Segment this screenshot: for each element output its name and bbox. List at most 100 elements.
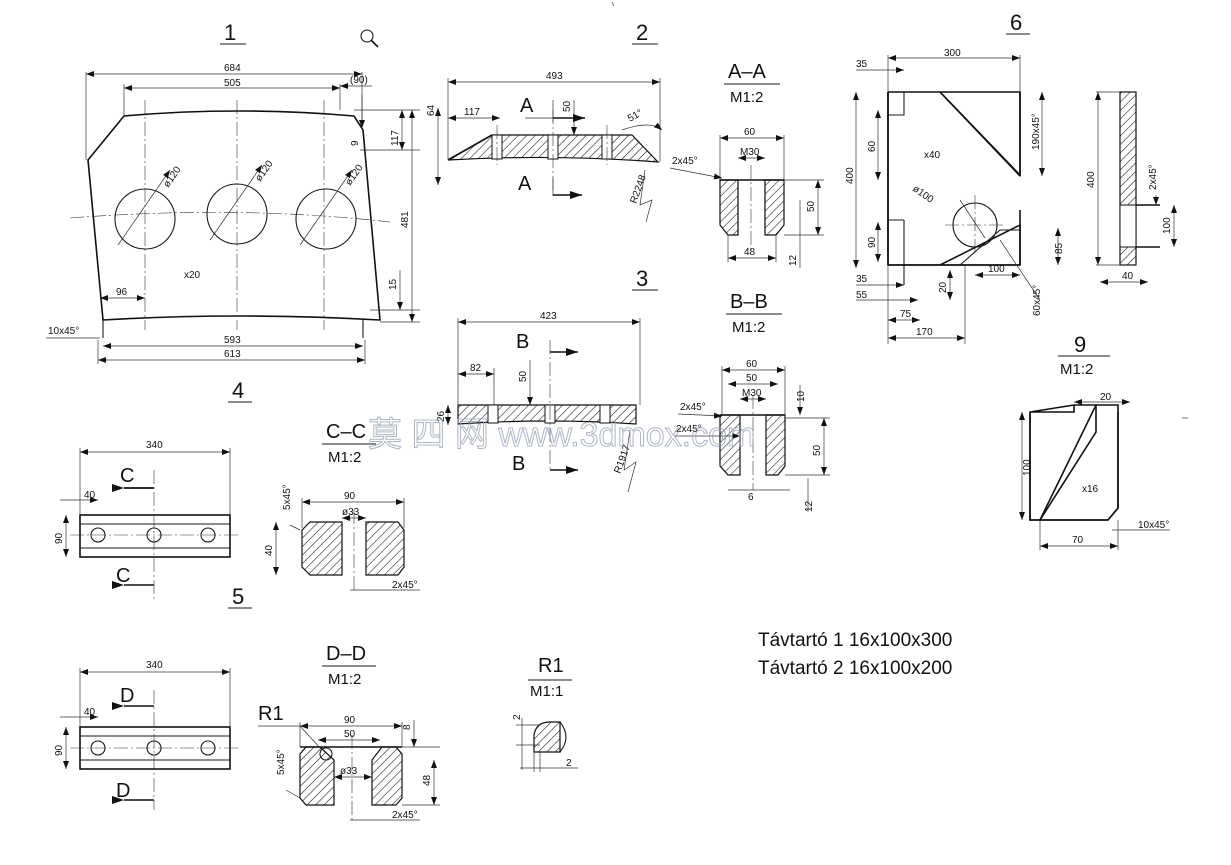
dim-6-side-40: 40 — [1122, 271, 1134, 282]
hole-3 — [295, 188, 357, 250]
dim-cc-90: 90 — [344, 491, 356, 502]
dim-aa-60: 60 — [744, 127, 756, 138]
view-number-4: 4 — [232, 378, 244, 403]
dim-6-35-bottom: 35 — [856, 274, 868, 285]
dim-6-d100: ø100 — [910, 183, 935, 205]
dim-bb-chamfer-1: 2x45° — [680, 402, 706, 413]
notes: Távtartó 1 16x100x300 Távtartó 2 16x100x… — [758, 630, 952, 679]
dim-6-90: 90 — [867, 236, 878, 248]
dim-613: 613 — [224, 349, 241, 360]
dim-50-part2: 50 — [562, 100, 573, 112]
dim-423: 423 — [540, 311, 557, 322]
section-mark-c-bottom: C — [116, 565, 130, 587]
magnifier-icon[interactable] — [360, 29, 379, 48]
hole-2 — [206, 183, 268, 245]
dim-5-340: 340 — [146, 660, 163, 671]
part-3-bar: 423 82 50 26 R1917 B B — [436, 311, 641, 493]
dim-117: 117 — [390, 130, 401, 146]
dim-481: 481 — [400, 211, 411, 228]
dim-aa-48: 48 — [744, 247, 756, 258]
section-aa-title: A–A — [728, 61, 766, 83]
dim-r1-h2: 2 — [566, 758, 572, 769]
section-cc: C–C M1:2 90 ø33 5x45° 40 2x45° — [264, 421, 420, 591]
dim-6-190x45: 190x45° — [1031, 113, 1042, 150]
dim-50-part3: 50 — [518, 370, 529, 382]
part-5-strip: 340 40 90 D D — [54, 660, 240, 810]
dim-51deg: 51° — [626, 108, 645, 125]
dim-6-85: 85 — [1054, 242, 1065, 254]
dim-aa-m30: M30 — [740, 147, 760, 158]
section-dd: D–D M1:2 90 50 8 ø33 R1 5x45° 48 2x45° — [258, 643, 440, 822]
hole-3-dia: ø120 — [343, 162, 365, 187]
part-4-strip: 340 40 90 C C — [54, 440, 240, 600]
view-number-6: 6 — [1010, 10, 1022, 35]
view-number-3: 3 — [636, 266, 648, 291]
dim-6-60x45: 60x45° — [1032, 285, 1043, 316]
view-number-9: 9 — [1074, 332, 1086, 357]
dim-26: 26 — [436, 410, 447, 422]
dim-82: 82 — [470, 363, 482, 374]
dim-dd-90: 90 — [344, 715, 356, 726]
view-number-1: 1 — [224, 20, 236, 45]
dim-6-side-400: 400 — [1086, 171, 1097, 188]
view-number-5: 5 — [232, 584, 244, 609]
note-line-2: Távtartó 2 16x100x200 — [758, 658, 952, 679]
section-mark-d-bottom: D — [116, 780, 130, 802]
section-mark-b-bottom: B — [512, 453, 525, 475]
hole-1-dia: ø120 — [161, 164, 183, 189]
section-mark-b-top: B — [516, 331, 529, 353]
dim-505: 505 — [224, 78, 241, 89]
dim-6-35: 35 — [856, 59, 868, 70]
dim-593: 593 — [224, 335, 241, 346]
part1-qty: x20 — [184, 270, 201, 281]
part9-scale: M1:2 — [1060, 361, 1093, 378]
section-mark-d-top: D — [120, 685, 134, 707]
section-cc-scale: M1:2 — [328, 449, 361, 466]
dim-aa-12: 12 — [788, 254, 799, 266]
dim-cc-5x45: 5x45° — [282, 484, 293, 510]
dim-aa-50: 50 — [806, 200, 817, 212]
section-dd-scale: M1:2 — [328, 671, 361, 688]
dim-bb-10: 10 — [796, 390, 807, 402]
watermark: 莫 四 网 www.3dmox.com — [368, 416, 755, 454]
dim-cc-d33: ø33 — [342, 507, 360, 518]
dim-9-20: 20 — [1100, 392, 1112, 403]
dim-aa-chamfer: 2x45° — [672, 156, 698, 167]
dim-6-55: 55 — [856, 290, 868, 301]
dim-96: 96 — [116, 287, 128, 298]
section-mark-c-top: C — [120, 465, 134, 487]
section-bb-title: B–B — [730, 291, 768, 313]
dim-dd-50: 50 — [344, 729, 356, 740]
dim-r1-v2: 2 — [512, 714, 523, 720]
dim-5-40: 40 — [84, 707, 96, 718]
section-mark-a-top: A — [520, 95, 534, 117]
dim-4-340: 340 — [146, 440, 163, 451]
dim-bb-6: 6 — [748, 492, 754, 503]
dim-15: 15 — [388, 278, 399, 290]
dim-bb-12: 12 — [804, 500, 815, 512]
part-2-bar: 493 117 64 50 51° R2248 A A — [426, 71, 663, 223]
dim-bb-m30: M30 — [742, 388, 762, 399]
part-6-bracket: ø100 x40 300 35 60 400 190x45° 90 85 100… — [845, 48, 1177, 344]
dim-bb-50-height: 50 — [812, 444, 823, 456]
dim-5-90: 90 — [54, 744, 65, 756]
dim-4-40: 40 — [84, 490, 96, 501]
detail-r1-scale: M1:1 — [530, 683, 563, 700]
dim-paren-90: (90) — [350, 75, 368, 86]
view-number-2: 2 — [636, 20, 648, 45]
dim-6-side-100: 100 — [1162, 217, 1173, 234]
dim-cc-2x45: 2x45° — [392, 580, 418, 591]
dim-dd-2x45: 2x45° — [392, 810, 418, 821]
dim-dd-8: 8 — [402, 724, 413, 730]
section-bb: B–B M1:2 60 50 M30 2x45° 2x45° 10 50 6 1… — [674, 291, 830, 512]
dim-9-chamfer: 10x45° — [1138, 520, 1169, 531]
dim-r2248: R2248 — [628, 173, 649, 205]
dim-9: 9 — [350, 140, 361, 146]
dim-4-90: 90 — [54, 532, 65, 544]
dim-117-part2: 117 — [464, 107, 480, 118]
part6-qty: x40 — [924, 150, 941, 161]
part-9-spacer: M1:2 20 100 x16 70 10x45° — [1019, 355, 1170, 550]
section-cc-title: C–C — [326, 421, 366, 443]
dim-chamfer-10x45: 10x45° — [48, 326, 79, 337]
